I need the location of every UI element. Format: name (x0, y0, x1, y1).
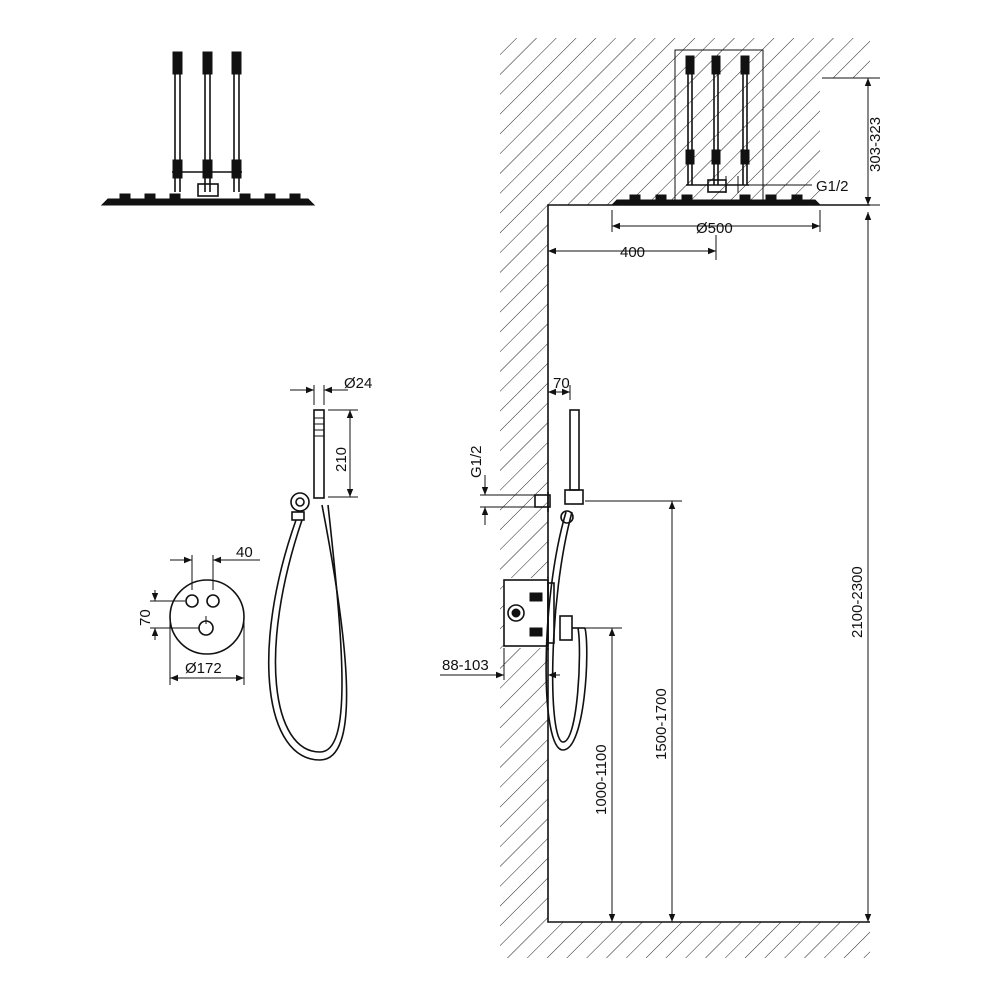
head-diameter-label: Ø500 (696, 220, 733, 237)
button-vertical-label: 70 (137, 609, 154, 626)
mount-height-label: 2100-2300 (849, 566, 866, 638)
hand-shower-length-label: 210 (333, 447, 350, 472)
outlet-projection-label: 70 (553, 375, 570, 392)
head-height-range-label: 303-323 (867, 117, 884, 172)
control-panel-front: 40 70 Ø172 (137, 544, 260, 685)
panel-diameter-label: Ø172 (185, 660, 222, 677)
hand-shower-with-hose (267, 409, 348, 761)
installation-dims: Ø500 400 G1/2 303-323 2100-2300 70 G1/2 (440, 77, 884, 922)
hand-shower-dims: Ø24 210 (290, 375, 372, 498)
valve-depth-label: 88-103 (442, 657, 489, 674)
outlet-height-label: 1500-1700 (653, 688, 670, 760)
outlet-thread-label: G1/2 (468, 445, 485, 478)
button-spacing-label: 40 (236, 544, 253, 561)
hand-shower-diameter-label: Ø24 (344, 375, 372, 392)
shower-head-side-view (100, 51, 316, 206)
ceiling-shower-head (610, 55, 822, 206)
head-thread-label: G1/2 (816, 178, 849, 195)
head-offset-label: 400 (620, 244, 645, 261)
wall-section (500, 38, 870, 958)
wall-hatch (500, 38, 870, 958)
wall-mounted-components (503, 409, 588, 751)
valve-height-label: 1000-1100 (593, 744, 610, 815)
